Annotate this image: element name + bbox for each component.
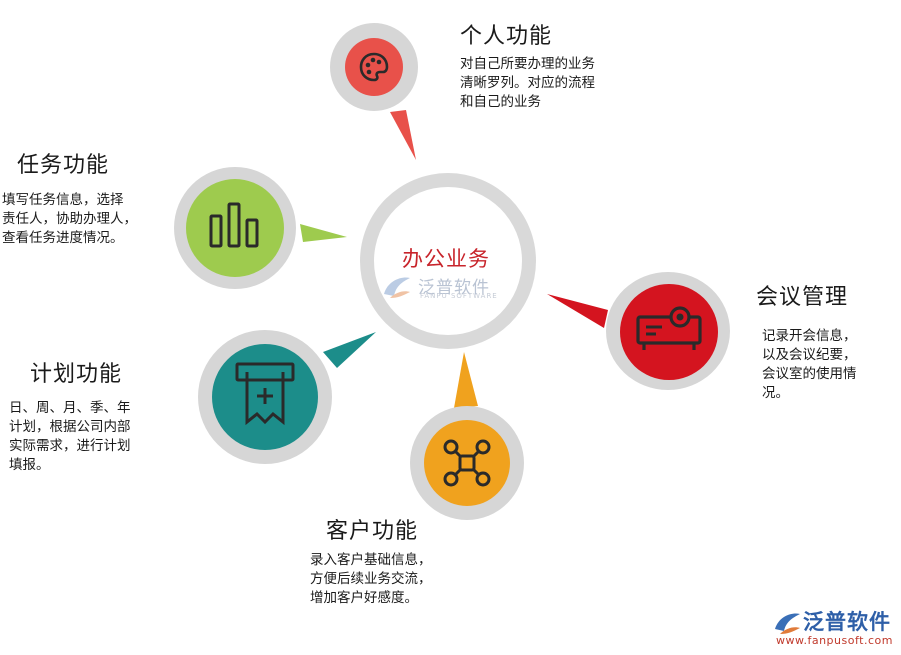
- watermark-sub: FANPU SOFTWARE: [420, 292, 498, 300]
- connector-personal: [390, 110, 416, 160]
- customer-desc-line: 录入客户基础信息，: [310, 552, 432, 568]
- brand-name: 泛普软件: [803, 610, 891, 634]
- meeting-desc: 记录开会信息， 以及会议纪要， 会议室的使用情 况。: [762, 327, 857, 403]
- customer-desc: 录入客户基础信息， 方便后续业务交流， 增加客户好感度。: [310, 551, 432, 608]
- brand-logo-icon: [775, 613, 800, 634]
- connector-meeting: [547, 294, 608, 328]
- plan-desc-line: 实际需求，进行计划: [9, 438, 131, 454]
- node-personal-disc: [345, 38, 403, 96]
- drone-icon: [443, 439, 491, 487]
- connector-task: [300, 224, 347, 242]
- meeting-title: 会议管理: [756, 285, 849, 310]
- brand-url[interactable]: www.fanpusoft.com: [776, 634, 893, 647]
- plan-desc: 日、周、月、季、年 计划，根据公司内部 实际需求，进行计划 填报。: [9, 399, 131, 475]
- receipt-icon: [235, 362, 295, 426]
- task-desc-line: 责任人，协助办理人，: [2, 211, 137, 227]
- projector-icon: [636, 306, 702, 350]
- meeting-desc-line: 会议室的使用情: [762, 366, 857, 382]
- plan-desc-line: 计划，根据公司内部: [9, 419, 131, 435]
- plan-title: 计划功能: [30, 362, 123, 387]
- plan-desc-line: 填报。: [9, 457, 50, 473]
- personal-desc-line: 对自己所要办理的业务: [460, 56, 595, 72]
- connector-plan: [323, 332, 376, 368]
- center-disc: [374, 187, 522, 335]
- plan-desc-line: 日、周、月、季、年: [9, 400, 131, 416]
- watermark-name: 泛普软件: [418, 278, 490, 298]
- task-desc: 填写任务信息，选择 责任人，协助办理人， 查看任务进度情况。: [2, 191, 137, 248]
- center-title: 办公业务: [402, 247, 490, 271]
- meeting-desc-line: 况。: [762, 385, 789, 401]
- personal-desc: 对自己所要办理的业务 清晰罗列。对应的流程 和自己的业务: [460, 55, 595, 112]
- personal-title: 个人功能: [460, 24, 553, 49]
- connector-customer: [454, 352, 478, 408]
- meeting-desc-line: 记录开会信息，: [762, 328, 857, 344]
- personal-desc-line: 和自己的业务: [460, 94, 541, 110]
- watermark-logo-icon: [384, 277, 410, 298]
- customer-desc-line: 增加客户好感度。: [310, 590, 418, 606]
- customer-desc-line: 方便后续业务交流，: [310, 571, 432, 587]
- node-customer-disc: [424, 420, 510, 506]
- bar-chart-icon: [209, 202, 259, 248]
- palette-icon: [359, 52, 389, 82]
- task-desc-line: 查看任务进度情况。: [2, 230, 124, 246]
- task-title: 任务功能: [17, 153, 110, 178]
- meeting-desc-line: 以及会议纪要，: [762, 347, 857, 363]
- task-desc-line: 填写任务信息，选择: [2, 192, 124, 208]
- node-meeting-disc: [620, 284, 718, 380]
- node-task-disc: [186, 179, 284, 277]
- customer-title: 客户功能: [326, 519, 419, 544]
- personal-desc-line: 清晰罗列。对应的流程: [460, 75, 595, 91]
